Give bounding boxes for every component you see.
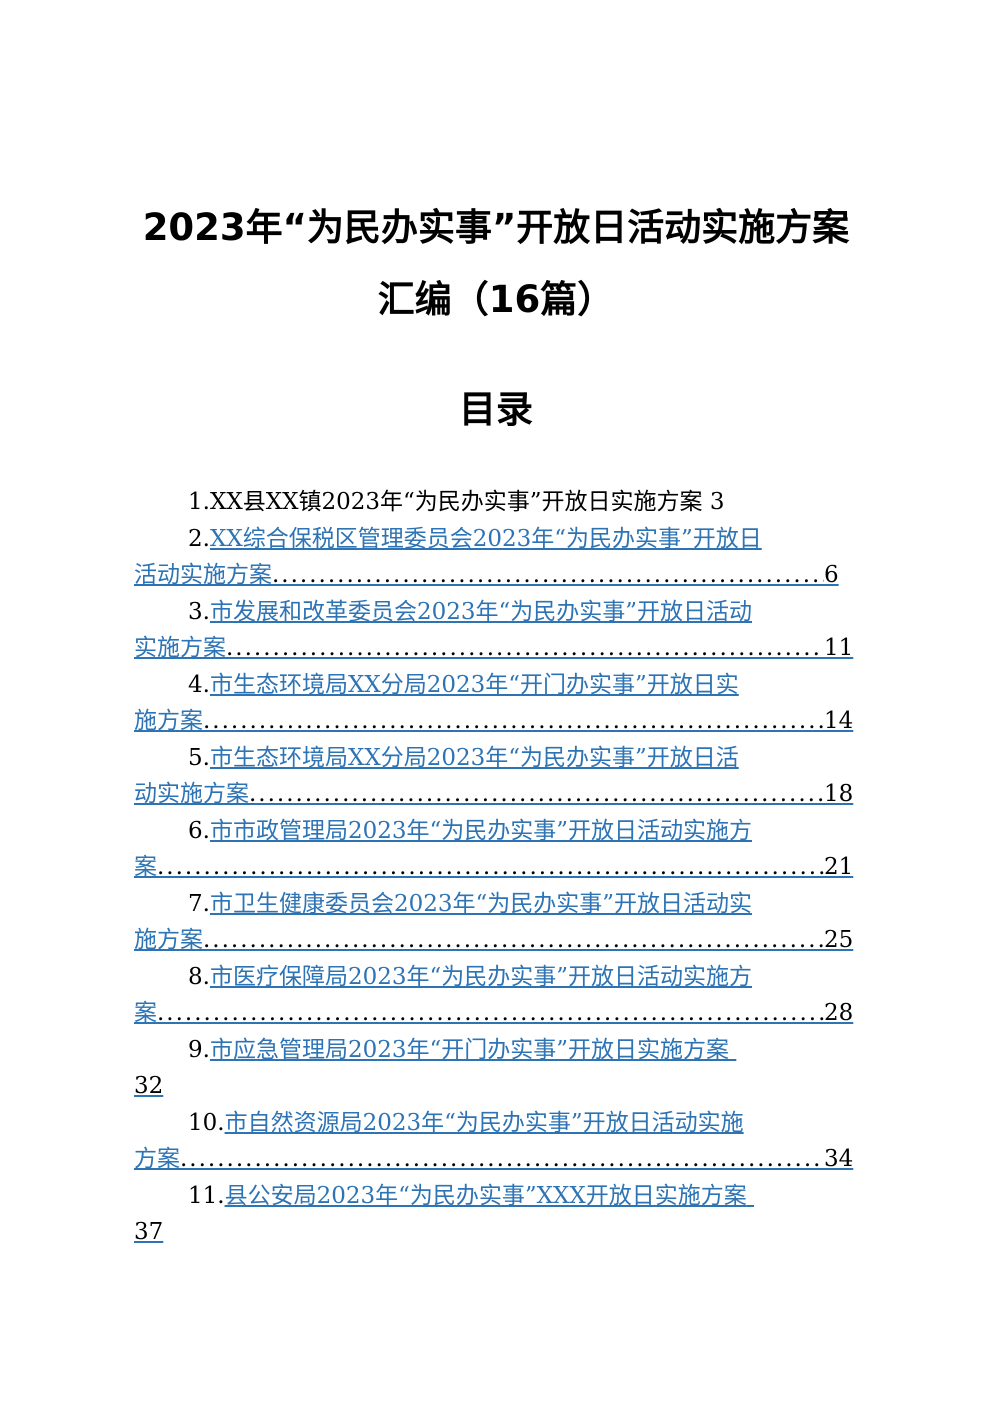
toc-leader-fill [729,1032,769,1069]
toc-leader-dots: ........................................… [157,854,824,880]
toc-entry-title-cont[interactable]: 活动实施方案 [134,562,272,588]
toc-entry-page: 6 [824,562,839,588]
toc-leader-dots: ........................................… [249,781,824,807]
toc-entry-title[interactable]: 市医疗保障局2023年“为民办实事”开放日活动实施方 [209,963,753,990]
toc-entry-title-cont[interactable]: 施方案 [134,927,203,953]
toc-entry-number: 9. [188,1036,210,1063]
toc-entry-page: 3 [709,489,725,515]
toc-entry-title-cont[interactable]: 案 [134,1000,157,1026]
toc-entry-number: 6. [188,817,210,844]
toc-heading: 目录 [459,388,533,431]
toc-leader-dots: ........................................… [226,635,824,661]
toc-entry-10[interactable]: 10.市自然资源局2023年“为民办实事”开放日活动实施 方案.........… [134,1105,868,1178]
toc-entry-page: 25 [824,927,854,953]
toc-entry-page: 32 [134,1073,164,1099]
toc-entry-title-cont[interactable]: 实施方案 [134,635,226,661]
toc-entry-8[interactable]: 8.市医疗保障局2023年“为民办实事”开放日活动实施方 案..........… [134,959,868,1032]
toc-entry-page: 34 [824,1146,854,1172]
toc-entry-7[interactable]: 7.市卫生健康委员会2023年“为民办实事”开放日活动实 施方案........… [134,886,868,959]
toc-entry-page-wrap: 32 [134,1068,163,1105]
toc-leader-dots: ........................................… [203,927,824,953]
toc-entry-5[interactable]: 5.市生态环境局XX分局2023年“为民办实事”开放日活 动实施方案......… [134,740,868,813]
toc-leader-dots: ........................................… [272,562,824,588]
toc-leader-dots: ........................................… [203,708,824,734]
toc-entry-title[interactable]: 市自然资源局2023年“为民办实事”开放日活动实施 [224,1109,744,1136]
toc-leader-dots: ........................................… [180,1146,824,1172]
document-title-line-2: 汇编（16篇） [377,278,615,321]
toc-entry-title[interactable]: XX县XX镇2023年“为民办实事”开放日实施方案 [209,489,703,515]
toc-entry-number: 3. [188,598,210,625]
toc-entry-title-cont[interactable]: 动实施方案 [134,781,249,807]
toc-entry-6[interactable]: 6.市市政管理局2023年“为民办实事”开放日活动实施方 案..........… [134,813,868,886]
toc-entry-3[interactable]: 3.市发展和改革委员会2023年“为民办实事”开放日活动 实施方案.......… [134,594,868,667]
toc-entry-number: 11. [188,1182,225,1209]
toc-entry-number: 2. [188,525,210,552]
toc-entry-title[interactable]: XX综合保税区管理委员会2023年“为民办实事”开放日 [209,525,762,552]
toc-entry-title-cont[interactable]: 施方案 [134,708,203,734]
toc-entry-title[interactable]: 市卫生健康委员会2023年“为民办实事”开放日活动实 [209,890,753,917]
toc-entry-title[interactable]: 市生态环境局XX分局2023年“为民办实事”开放日活 [209,744,739,771]
toc-entry-number: 4. [188,671,210,698]
toc-entry-page-wrap: 37 [134,1214,163,1251]
toc-entry-number: 10. [188,1109,225,1136]
toc-entry-1[interactable]: 1.XX县XX镇2023年“为民办实事”开放日实施方案 3 [134,484,868,521]
toc-entry-11[interactable]: 11.县公安局2023年“为民办实事”XXX开放日实施方案 37 [134,1178,868,1251]
document-title-line-1: 2023年“为民办实事”开放日活动实施方案 [142,206,850,249]
toc-entry-title[interactable]: 市市政管理局2023年“为民办实事”开放日活动实施方 [209,817,753,844]
toc-entry-2[interactable]: 2.XX综合保税区管理委员会2023年“为民办实事”开放日 活动实施方案....… [134,521,868,594]
toc-entry-title[interactable]: 市生态环境局XX分局2023年“开门办实事”开放日实 [209,671,739,698]
toc-entry-title[interactable]: 市发展和改革委员会2023年“为民办实事”开放日活动 [209,598,753,625]
toc-entry-page: 18 [824,781,854,807]
toc-entry-page: 11 [824,635,854,661]
toc-leader-fill [747,1178,777,1215]
toc-entry-title[interactable]: 市应急管理局2023年“开门办实事”开放日实施方案 [209,1036,730,1063]
toc-entry-page: 37 [134,1219,164,1245]
toc-entry-title-cont[interactable]: 方案 [134,1146,180,1172]
toc-entry-number: 5. [188,744,210,771]
toc-entry-number: 1. [188,489,210,515]
toc-entry-page: 21 [824,854,854,880]
toc-leader-dots: ........................................… [157,1000,824,1026]
table-of-contents: 1.XX县XX镇2023年“为民办实事”开放日实施方案 3 2.XX综合保税区管… [134,484,868,1251]
toc-entry-page: 28 [824,1000,854,1026]
toc-entry-number: 8. [188,963,210,990]
toc-entry-page: 14 [824,708,854,734]
toc-entry-4[interactable]: 4.市生态环境局XX分局2023年“开门办实事”开放日实 施方案........… [134,667,868,740]
toc-entry-number: 7. [188,890,210,917]
toc-entry-title[interactable]: 县公安局2023年“为民办实事”XXX开放日实施方案 [224,1182,747,1209]
toc-entry-title-cont[interactable]: 案 [134,854,157,880]
toc-entry-9[interactable]: 9.市应急管理局2023年“开门办实事”开放日实施方案 32 [134,1032,868,1105]
